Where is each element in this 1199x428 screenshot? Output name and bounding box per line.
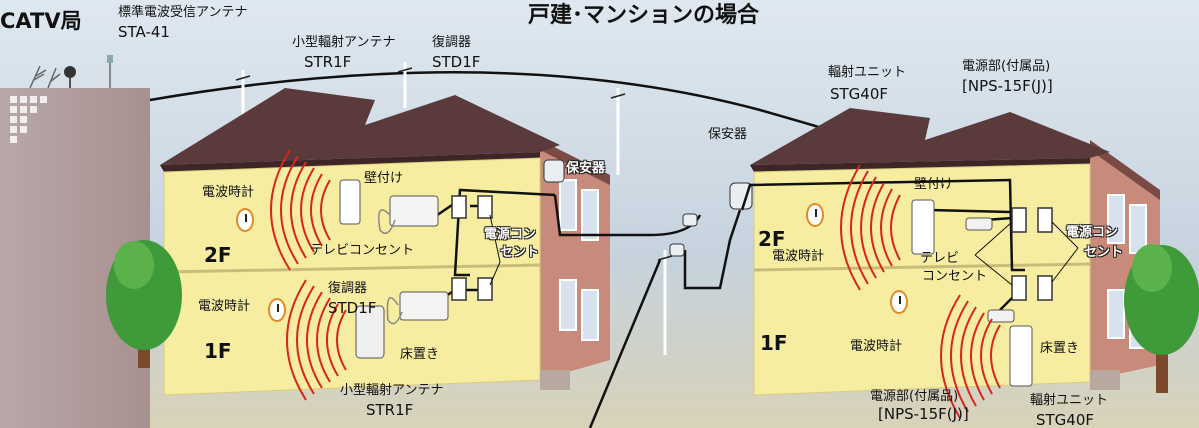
- floor-label-left-1f: 1F: [204, 339, 232, 363]
- protector-left: [543, 159, 565, 183]
- small-radiator-2f: [339, 179, 361, 225]
- protector-right-label: 保安器: [708, 127, 748, 142]
- protector-right: [729, 182, 753, 210]
- radiator-unit-top-model: STG40F: [830, 85, 889, 103]
- radiator-unit-bottom-label: 輻射ユニット: [1030, 393, 1109, 408]
- tv-outlet-right-label-2: コンセント: [922, 269, 988, 284]
- demodulator-1f-model: STD1F: [328, 299, 377, 317]
- small-radiator-1f-model: STR1F: [366, 401, 414, 419]
- wall-mount-right-label: 壁付け: [914, 177, 954, 192]
- protector-left-label: 保安器: [566, 161, 606, 176]
- radiator-unit-top-label: 輻射ユニット: [828, 65, 907, 80]
- demodulator-2f-model: STD1F: [432, 53, 481, 71]
- radio-waves-left-1f: [286, 279, 347, 401]
- demodulator-1f: [399, 291, 449, 321]
- tv-outlet-left-label: テレビコンセント: [310, 243, 415, 258]
- demodulator-1f-label: 復調器: [328, 281, 368, 296]
- standard-antenna-label: 標準電波受信アンテナ: [118, 5, 248, 20]
- radio-clock-left-2f-icon: [236, 208, 254, 232]
- floor-label-right-2f: 2F: [758, 227, 786, 251]
- radiator-unit-bottom-model: STG40F: [1036, 411, 1095, 428]
- power-unit-top: [965, 217, 993, 231]
- page-title: 戸建･マンションの場合: [528, 3, 760, 28]
- left-house: [160, 88, 610, 396]
- power-outlet-right-label-1: 電源コン: [1066, 225, 1119, 240]
- power-outlet-left-label-1: 電源コン: [484, 227, 537, 242]
- radio-waves-right-2f: [840, 164, 901, 291]
- radio-clock-right-1f-label: 電波時計: [850, 339, 903, 354]
- radio-waves-right-1f: [940, 294, 1001, 419]
- power-outlet-right-label-2: セント: [1084, 245, 1124, 260]
- radio-clock-right-1f-icon: [890, 290, 908, 314]
- tree-left: [106, 240, 182, 368]
- floor-label-right-1f: 1F: [760, 331, 788, 355]
- floor-stand-left-label: 床置き: [400, 347, 440, 362]
- left-outlets: [451, 195, 493, 301]
- drop-cable-right: [683, 209, 742, 290]
- power-unit-top-model: [NPS-15F(J)]: [962, 77, 1053, 95]
- floor-label-left-2f: 2F: [204, 243, 232, 267]
- catv-building: [0, 55, 150, 428]
- radio-clock-left-1f-icon: [268, 298, 286, 322]
- tv-outlet-right-label-1: テレビ: [920, 251, 960, 266]
- small-radiator-2f-model: STR1F: [304, 53, 352, 71]
- power-unit-bottom: [987, 309, 1015, 323]
- tree-right: [1124, 244, 1199, 393]
- small-radiator-1f: [355, 305, 385, 359]
- power-unit-top-label: 電源部(付属品): [962, 59, 1051, 74]
- small-radiator-2f-label: 小型輻射アンテナ: [292, 35, 396, 50]
- demodulator-2f: [389, 195, 439, 227]
- radio-waves-left-2f: [270, 149, 331, 271]
- catv-station-label: CATV局: [0, 9, 82, 33]
- standard-antenna-model: STA-41: [118, 23, 170, 41]
- radiator-unit-top: [911, 199, 935, 255]
- power-unit-bottom-model: [NPS-15F(J)]: [878, 405, 969, 423]
- tap-upper: [682, 213, 698, 227]
- power-outlet-left-label-2: セント: [500, 245, 540, 260]
- power-unit-bottom-label: 電源部(付属品): [870, 389, 959, 404]
- radio-clock-left-1f-label: 電波時計: [198, 299, 251, 314]
- demodulator-2f-label: 復調器: [432, 35, 472, 50]
- radio-clock-left-2f-label: 電波時計: [202, 185, 255, 200]
- tap-lower: [669, 243, 685, 257]
- wall-mount-left-label: 壁付け: [364, 171, 404, 186]
- floor-stand-right-label: 床置き: [1040, 341, 1080, 356]
- radiator-unit-bottom: [1009, 325, 1033, 387]
- small-radiator-1f-label: 小型輻射アンテナ: [340, 383, 444, 398]
- right-outlets: [1011, 207, 1053, 301]
- radio-clock-right-2f-label: 電波時計: [772, 249, 825, 264]
- radio-clock-right-2f-icon: [806, 203, 824, 227]
